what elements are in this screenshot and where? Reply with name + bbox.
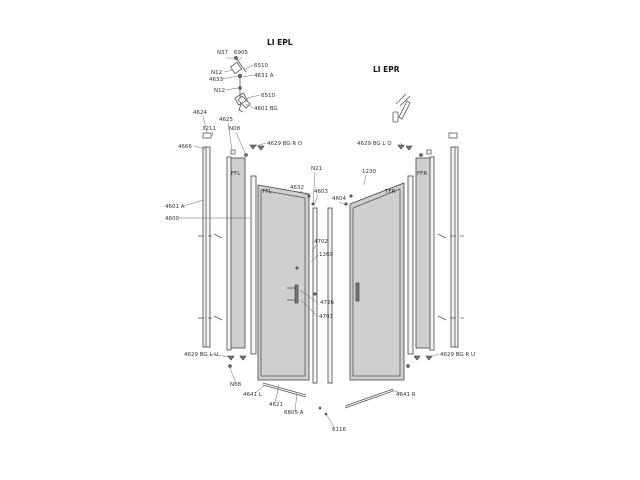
label-n08-bottom: N08 <box>230 382 242 388</box>
label-6510-top: 6510 <box>254 63 268 69</box>
fixed-panel-ffl <box>229 157 246 349</box>
label-4629bg-r-u: 4629 BG R U <box>440 352 475 358</box>
label-4702: 4702 <box>314 239 328 245</box>
label-4641r: 4641 R <box>396 392 416 398</box>
label-6905: 6905 <box>234 50 248 56</box>
hinge-hardware-cluster <box>229 56 251 113</box>
label-n21: N21 <box>311 166 322 172</box>
label-6805a: 6805 A <box>284 410 304 416</box>
fixed-panel-ffr <box>415 157 432 349</box>
label-4629bg-l-o: 4629 BG L O <box>357 141 392 147</box>
seal-cap-right <box>426 149 432 155</box>
label-n08-top: N08 <box>229 126 241 132</box>
label-4621: 4621 <box>269 402 283 408</box>
title-li-epl: LI EPL <box>267 38 293 47</box>
screw-markers <box>198 233 464 321</box>
label-n37: N37 <box>217 50 229 56</box>
magnet-strip-right <box>327 207 333 384</box>
sill-right <box>344 388 394 407</box>
door-panel-tfl <box>257 184 310 381</box>
label-ffl: FFL <box>231 171 241 177</box>
label-4632: 4632 <box>290 185 304 191</box>
door-handle-left <box>294 284 299 304</box>
label-n12-top: N12 <box>211 70 222 76</box>
label-6116: 6116 <box>332 427 346 433</box>
title-li-epr: LI EPR <box>373 65 400 74</box>
label-n12-bottom: N12 <box>214 88 225 94</box>
label-4600: 4600 <box>165 216 179 222</box>
door-handle-part <box>392 93 411 123</box>
label-4601bg: 4601 BG <box>254 106 278 112</box>
seal-cap-left <box>230 149 236 155</box>
sill-left <box>262 382 307 396</box>
label-4624: 4624 <box>193 110 207 116</box>
wall-profile-left <box>202 146 211 348</box>
label-3211: 3211 <box>202 126 216 132</box>
label-4629bg-l-u: 4629 BG L U <box>184 352 218 358</box>
label-tfr: TFR <box>384 189 396 195</box>
corner-cap-left <box>202 132 212 139</box>
label-4601a: 4601 A <box>165 204 185 210</box>
stabilizer-profile-left <box>250 175 257 355</box>
label-tfl: TFL <box>261 189 273 195</box>
door-panel-tfr <box>349 182 405 381</box>
label-4726: 4726 <box>320 300 334 306</box>
label-1230: 1230 <box>362 169 376 175</box>
label-ffr: FFR <box>417 171 427 177</box>
bottom-seal-markers <box>227 144 433 416</box>
corner-cap-right <box>448 132 458 139</box>
label-4666: 4666 <box>178 144 192 150</box>
leader-lines <box>178 115 440 428</box>
label-4631a: 4631 A <box>254 73 274 79</box>
label-4625: 4625 <box>219 117 233 123</box>
stabilizer-profile-right <box>407 175 414 355</box>
label-1269: 1269 <box>319 252 333 258</box>
label-4629bg-r-o: 4629 BG R O <box>267 141 303 147</box>
label-4633: 4633 <box>209 77 223 83</box>
door-handle-right <box>355 282 360 302</box>
label-4641l: 4641 L <box>243 392 263 398</box>
label-4604: 4604 <box>332 196 346 202</box>
wall-profile-right <box>450 146 459 348</box>
label-4703: 4703 <box>319 314 333 320</box>
label-6510-bottom: 6510 <box>261 93 275 99</box>
label-4603: 4603 <box>314 189 328 195</box>
